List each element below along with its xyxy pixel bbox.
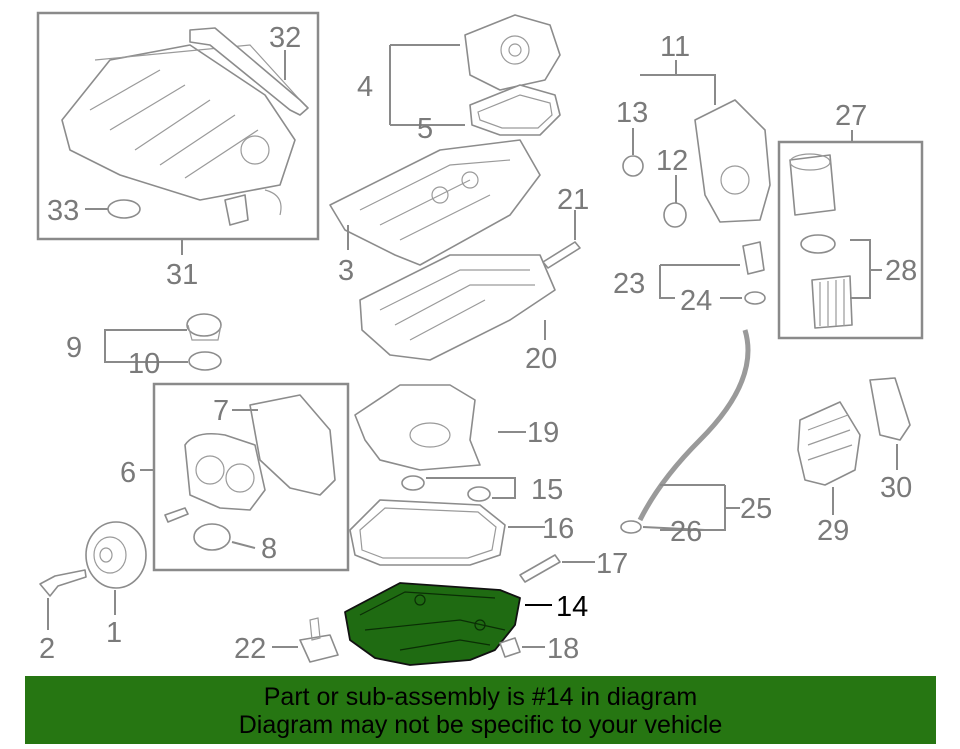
callout-12: 12 xyxy=(656,145,688,177)
timing-bolt[interactable] xyxy=(164,507,189,523)
callout-9: 9 xyxy=(66,332,82,364)
oil-pressure-sender[interactable] xyxy=(742,241,765,275)
leader-lines xyxy=(47,44,898,648)
callout-20: 20 xyxy=(525,343,557,375)
callout-7: 7 xyxy=(213,395,229,427)
cover-plug-13[interactable] xyxy=(622,155,644,177)
callout-1: 1 xyxy=(106,617,122,649)
drain-plug[interactable] xyxy=(499,637,521,658)
callout-6: 6 xyxy=(120,457,136,489)
callout-30: 30 xyxy=(880,472,912,504)
upper-cover-assembly[interactable] xyxy=(464,14,561,91)
info-banner: Part or sub-assembly is #14 in diagram D… xyxy=(25,676,936,744)
callout-4: 4 xyxy=(357,71,373,103)
callout-19: 19 xyxy=(527,417,559,449)
sealant-tube-21[interactable] xyxy=(542,241,581,269)
upper-cover-gasket[interactable] xyxy=(469,84,561,136)
callout-15: 15 xyxy=(531,474,563,506)
timing-case-cover[interactable] xyxy=(184,432,266,511)
oil-baffle-plate[interactable] xyxy=(354,384,481,471)
cover-seal-12[interactable] xyxy=(663,202,687,228)
callout-29: 29 xyxy=(817,515,849,547)
cylinder-head-cover[interactable] xyxy=(329,139,541,266)
callout-14: 14 xyxy=(556,591,588,623)
callout-25: 25 xyxy=(740,493,772,525)
oil-cooler[interactable] xyxy=(797,401,861,486)
group-box-31 xyxy=(36,11,320,241)
callout-26: 26 xyxy=(670,516,702,548)
callout-24: 24 xyxy=(680,285,712,317)
callout-8: 8 xyxy=(261,533,277,565)
oil-filter-element[interactable] xyxy=(811,275,853,329)
filter-o-ring[interactable] xyxy=(800,234,836,254)
callout-31: 31 xyxy=(166,259,198,291)
callout-16: 16 xyxy=(542,513,574,545)
timing-cover-o-ring[interactable] xyxy=(193,523,231,551)
seal-ring-15a[interactable] xyxy=(401,475,425,491)
intake-gasket[interactable] xyxy=(189,27,309,116)
oil-cooler-gasket[interactable] xyxy=(869,377,911,441)
bearing-bridge[interactable] xyxy=(359,254,556,361)
oil-pan-gasket[interactable] xyxy=(349,499,506,566)
filler-cap-seal[interactable] xyxy=(188,351,222,371)
sender-washer[interactable] xyxy=(744,291,766,305)
callout-21: 21 xyxy=(557,184,589,216)
callout-23: 23 xyxy=(613,268,645,300)
callout-17: 17 xyxy=(596,548,628,580)
callout-2: 2 xyxy=(39,633,55,665)
crankshaft-pulley[interactable] xyxy=(85,521,147,589)
dipstick-tube[interactable] xyxy=(637,329,751,522)
manifold-seal-ring[interactable] xyxy=(107,199,141,219)
callout-32: 32 xyxy=(269,22,301,54)
dipstick-seal[interactable] xyxy=(620,520,642,534)
callout-13: 13 xyxy=(616,97,648,129)
sealant-tube-17[interactable] xyxy=(519,554,561,583)
oil-filter-housing[interactable] xyxy=(789,153,836,216)
front-engine-cover[interactable] xyxy=(694,99,771,223)
callout-27: 27 xyxy=(835,100,867,132)
callout-18: 18 xyxy=(547,633,579,665)
callout-10: 10 xyxy=(128,348,160,380)
pulley-bolt[interactable] xyxy=(39,569,87,597)
oil-filler-cap[interactable] xyxy=(186,313,222,341)
manifold-sensor[interactable] xyxy=(224,189,282,226)
seal-ring-15b[interactable] xyxy=(467,486,491,502)
oil-pan-highlighted[interactable] xyxy=(344,582,521,666)
callout-5: 5 xyxy=(417,113,433,145)
callout-11: 11 xyxy=(660,31,690,63)
intake-manifold[interactable] xyxy=(61,44,301,201)
oil-level-sensor[interactable] xyxy=(299,617,339,663)
callout-3: 3 xyxy=(338,255,354,287)
banner-line-1: Part or sub-assembly is #14 in diagram xyxy=(263,683,698,711)
callout-33: 33 xyxy=(47,195,79,227)
timing-cover-gasket[interactable] xyxy=(249,394,336,496)
group-box-27 xyxy=(777,140,924,340)
group-box-6 xyxy=(152,382,350,572)
callout-28: 28 xyxy=(885,255,917,287)
callout-22: 22 xyxy=(234,633,266,665)
banner-line-2: Diagram may not be specific to your vehi… xyxy=(238,711,723,739)
